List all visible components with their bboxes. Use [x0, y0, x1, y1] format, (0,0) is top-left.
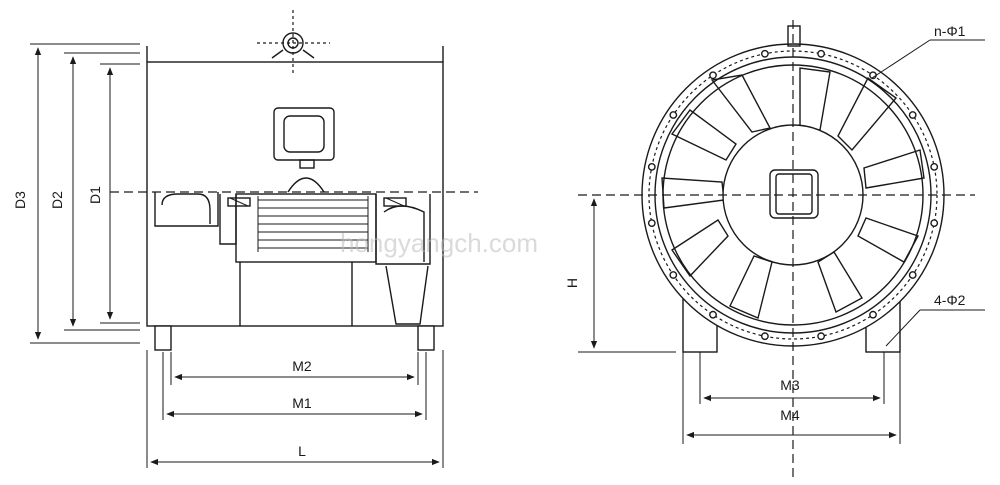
label-l: L [298, 443, 306, 459]
label-h: H [564, 278, 580, 288]
label-m3: M3 [780, 377, 800, 393]
casing-outline [146, 46, 444, 327]
label-n-phi1: n-Φ1 [934, 23, 966, 39]
bolt-hole [930, 219, 939, 228]
leader-n-phi1 [871, 39, 985, 79]
bolt-hole [761, 49, 769, 58]
motor-dome [287, 177, 325, 193]
bolt-holes [647, 49, 939, 341]
bolt-hole [930, 162, 939, 171]
dim-extensions-front [682, 352, 901, 444]
label-d3: D3 [12, 191, 28, 209]
label-m4: M4 [780, 407, 800, 423]
side-view: D3 D2 D1 M2 M1 L [12, 10, 478, 468]
impeller-blades [661, 67, 925, 319]
inlet-left [154, 192, 237, 245]
dim-d1 [100, 63, 140, 324]
label-d2: D2 [49, 191, 65, 209]
bolt-hole [669, 111, 678, 119]
bolt-hole [908, 271, 917, 279]
bolt-hole [709, 310, 717, 319]
lifting-eye [257, 10, 330, 75]
leader-4-phi2 [885, 309, 985, 347]
bolt-hole [647, 219, 656, 228]
watermark: hongyangch.com [340, 228, 538, 258]
dim-d3 [30, 43, 140, 344]
motor-body [227, 193, 407, 263]
cable-gland [787, 25, 801, 47]
bolt-hole [709, 71, 717, 80]
label-m2: M2 [292, 358, 312, 374]
bolt-hole [908, 111, 917, 119]
bolt-hole [817, 332, 825, 341]
dim-h [578, 198, 676, 353]
label-d1: D1 [87, 186, 103, 204]
bolt-hole [817, 49, 825, 58]
junction-box [273, 107, 335, 169]
front-view: H M3 M4 n-Φ1 4-Φ2 [564, 20, 985, 480]
dim-extensions [146, 350, 444, 468]
dim-d2 [64, 52, 140, 331]
bolt-hole [647, 162, 656, 171]
side-supports [154, 262, 435, 351]
label-m1: M1 [292, 395, 312, 411]
label-4-phi2: 4-Φ2 [934, 292, 966, 308]
bolt-hole [761, 332, 769, 341]
bolt-hole [669, 271, 678, 279]
bolt-hole [869, 310, 877, 319]
outlet-right [375, 194, 431, 325]
